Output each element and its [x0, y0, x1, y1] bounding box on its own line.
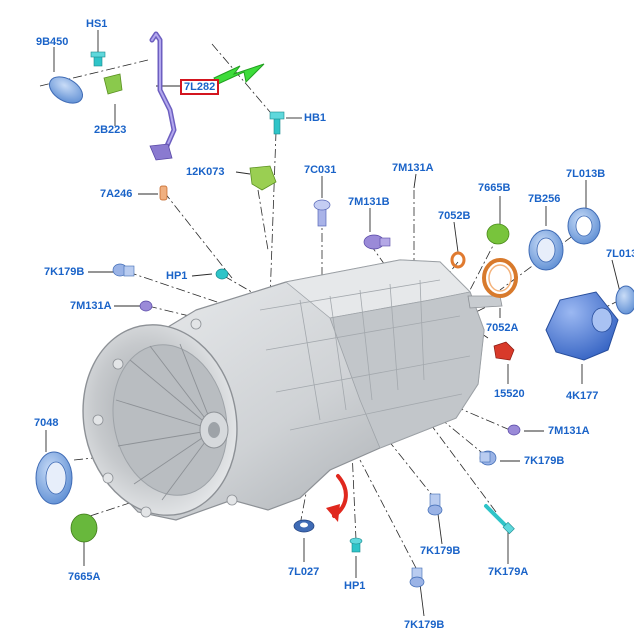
screw-hs1	[90, 51, 106, 67]
plug-7c031	[313, 199, 331, 227]
label-4k177: 4K177	[566, 390, 599, 402]
plug-7k179b-right	[479, 450, 497, 466]
extension-housing-4k177	[545, 291, 619, 361]
sensor-7m131b	[363, 234, 391, 250]
plug-hp1-top	[215, 268, 229, 280]
bolt-7k179a	[484, 504, 515, 535]
plate-9b450	[48, 76, 84, 104]
label-7c031: 7C031	[304, 164, 337, 176]
plug-7k179b-bottom	[409, 567, 425, 588]
plug-7k179b-left	[112, 263, 135, 277]
plug-hp1-bottom	[349, 537, 363, 553]
pin-7a246	[159, 185, 168, 201]
label-7m131b: 7M131B	[348, 196, 390, 208]
label-hp1-bottom: HP1	[344, 580, 366, 592]
seal-7l013	[615, 285, 634, 315]
bolt-hb1	[269, 111, 285, 135]
label-7052a: 7052A	[486, 322, 519, 334]
label-7m131a-right: 7M131A	[548, 425, 590, 437]
label-7665a: 7665A	[68, 571, 101, 583]
red-curved-arrow-icon	[326, 474, 348, 522]
bracket-2b223	[103, 73, 123, 95]
label-7m131a-top: 7M131A	[392, 162, 434, 174]
seal-7052b	[450, 251, 466, 269]
label-7l027: 7L027	[288, 566, 320, 578]
label-7k179a: 7K179A	[488, 566, 529, 578]
label-7l013b: 7L013B	[566, 168, 606, 180]
label-2b223: 2B223	[94, 124, 127, 136]
sensor-15520	[493, 341, 515, 361]
label-7k179b-left: 7K179B	[44, 266, 85, 278]
shift-lever-7l282	[149, 31, 177, 161]
sensor-7m131a-left	[139, 300, 153, 312]
label-hb1: HB1	[304, 112, 327, 124]
label-connectors	[45, 30, 621, 617]
plug-7k179b-mid	[427, 493, 443, 516]
label-7m131a-left: 7M131A	[70, 300, 112, 312]
switch-12k073	[249, 165, 277, 191]
seal-7048	[35, 451, 73, 505]
label-15520: 15520	[494, 388, 525, 400]
label-12k073: 12K073	[186, 166, 225, 178]
label-7l013: 7L013	[606, 248, 634, 260]
sensor-7m131a-right	[507, 424, 521, 436]
label-7a246: 7A246	[100, 188, 133, 200]
plug-7665b	[486, 223, 510, 245]
green-arrow-icon	[213, 63, 265, 85]
label-7b256: 7B256	[528, 193, 561, 205]
label-hs1: HS1	[86, 18, 108, 30]
label-hp1-top: HP1	[166, 270, 188, 282]
label-7048: 7048	[34, 417, 59, 429]
washer-7l027	[293, 519, 315, 533]
label-9b450: 9B450	[36, 36, 69, 48]
plug-7665a	[70, 513, 98, 543]
label-7k179b-mid: 7K179B	[420, 545, 461, 557]
seal-7052a	[482, 258, 518, 298]
transmission-housing	[82, 259, 503, 521]
bearing-7b256	[528, 229, 564, 271]
label-7k179b-right: 7K179B	[524, 455, 565, 467]
label-7l282-highlighted: 7L282	[180, 79, 220, 95]
label-7665b: 7665B	[478, 182, 511, 194]
label-7052b: 7052B	[438, 210, 471, 222]
seal-7l013b	[567, 207, 601, 245]
label-7k179b-bottom: 7K179B	[404, 619, 445, 631]
